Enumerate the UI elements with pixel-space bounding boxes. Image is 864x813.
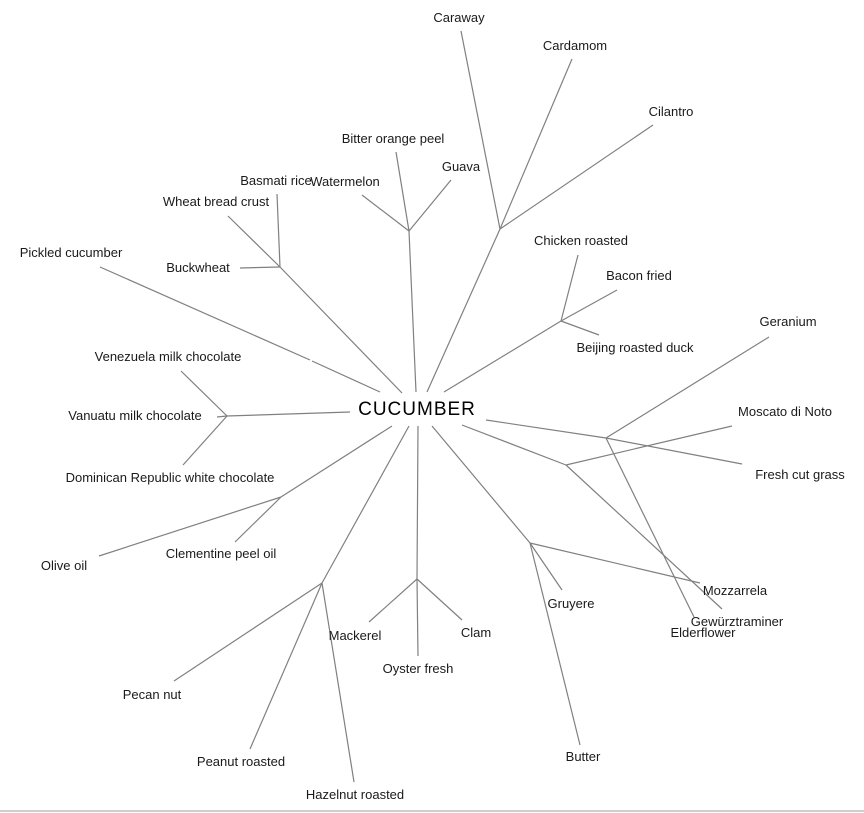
- leaf-pecan-nut[interactable]: Pecan nut: [123, 687, 182, 702]
- trunk-oils: [280, 425, 393, 498]
- trunk-floral: [485, 419, 607, 439]
- edge-clementine-peel-oil: [234, 496, 282, 543]
- edge-guava: [408, 179, 452, 232]
- leaf-vanuatu-milk-chocolate[interactable]: Vanuatu milk chocolate: [68, 408, 201, 423]
- leaf-peanut-roasted[interactable]: Peanut roasted: [197, 754, 285, 769]
- edge-venezuela: [180, 370, 228, 417]
- edge-bacon-fried: [560, 289, 618, 322]
- leaf-bitter-orange-peel[interactable]: Bitter orange peel: [342, 131, 445, 146]
- trunk-fruits: [408, 230, 417, 393]
- leaf-elderflower[interactable]: Elderflower: [670, 625, 736, 640]
- leaf-clementine-peel-oil[interactable]: Clementine peel oil: [166, 546, 277, 561]
- leaf-pickled-cucumber[interactable]: Pickled cucumber: [20, 245, 123, 260]
- leaf-beijing-roasted-duck[interactable]: Beijing roasted duck: [576, 340, 694, 355]
- edge-chicken-roasted: [560, 254, 579, 322]
- edge-buckwheat: [239, 266, 281, 269]
- edge-gruyere: [529, 542, 563, 591]
- labels: CUCUMBER Caraway Cardamom Cilantro Bitte…: [20, 10, 846, 802]
- trunk-herbs: [426, 228, 501, 393]
- leaf-dominican-white-chocolate[interactable]: Dominican Republic white chocolate: [66, 470, 275, 485]
- leaf-venezuela-milk-chocolate[interactable]: Venezuela milk chocolate: [95, 349, 242, 364]
- leaf-moscato-di-noto[interactable]: Moscato di Noto: [738, 404, 832, 419]
- edge-olive-oil: [98, 496, 282, 557]
- edge-moscato-di-noto: [565, 425, 733, 466]
- trunk-nuts: [321, 425, 410, 584]
- edge-peanut-roasted: [249, 582, 323, 750]
- leaf-chicken-roasted[interactable]: Chicken roasted: [534, 233, 628, 248]
- trunk-dairy: [431, 425, 531, 544]
- edge-elderflower: [605, 437, 695, 618]
- leaf-fresh-cut-grass[interactable]: Fresh cut grass: [755, 467, 845, 482]
- leaf-mackerel[interactable]: Mackerel: [329, 628, 382, 643]
- edges: [98, 30, 770, 783]
- leaf-guava[interactable]: Guava: [442, 159, 481, 174]
- leaf-olive-oil[interactable]: Olive oil: [41, 558, 87, 573]
- trunk-seafood: [416, 425, 419, 580]
- edge-butter: [529, 542, 581, 746]
- leaf-gewurztraminer[interactable]: Gewürztraminer: [691, 614, 784, 629]
- leaf-bacon-fried[interactable]: Bacon fried: [606, 268, 672, 283]
- edge-pecan-nut: [173, 582, 323, 682]
- trunk-wines: [461, 424, 567, 466]
- edge-caraway: [460, 30, 501, 230]
- edge-pickled-cucumber-a: [311, 360, 381, 393]
- leaf-geranium[interactable]: Geranium: [759, 314, 816, 329]
- edge-oyster-fresh: [416, 578, 419, 657]
- edge-dominican: [182, 415, 228, 466]
- leaf-butter[interactable]: Butter: [566, 749, 601, 764]
- leaf-hazelnut-roasted[interactable]: Hazelnut roasted: [306, 787, 404, 802]
- leaf-mozzarrela[interactable]: Mozzarrela: [703, 583, 768, 598]
- root-node-label[interactable]: CUCUMBER: [358, 399, 476, 420]
- edge-pickled-cucumber-b: [99, 266, 311, 361]
- edge-beijing-roasted-duck: [560, 320, 600, 336]
- trunk-grains: [279, 266, 403, 394]
- edge-cilantro: [499, 124, 654, 230]
- edge-hazelnut-roasted: [321, 582, 355, 783]
- edge-mackerel: [368, 578, 418, 623]
- edge-cardamom: [499, 58, 573, 230]
- trunk-chocolates: [226, 411, 351, 417]
- edge-basmati-rice: [276, 193, 281, 268]
- edge-mozzarrela: [529, 542, 701, 584]
- leaf-caraway[interactable]: Caraway: [433, 10, 485, 25]
- leaf-buckwheat[interactable]: Buckwheat: [166, 260, 230, 275]
- edge-bitter-orange-peel: [395, 151, 410, 232]
- leaf-wheat-bread-crust[interactable]: Wheat bread crust: [163, 194, 270, 209]
- edge-vanuatu: [216, 415, 228, 418]
- trunk-meats: [443, 320, 562, 393]
- leaf-basmati-rice[interactable]: Basmati rice: [240, 173, 312, 188]
- leaf-oyster-fresh[interactable]: Oyster fresh: [383, 661, 454, 676]
- leaf-clam[interactable]: Clam: [461, 625, 491, 640]
- bottom-divider: [0, 810, 864, 812]
- edge-fresh-cut-grass: [605, 437, 743, 465]
- edge-clam: [416, 578, 463, 621]
- leaf-cardamom[interactable]: Cardamom: [543, 38, 607, 53]
- edge-watermelon: [361, 194, 410, 232]
- leaf-gruyere[interactable]: Gruyere: [548, 596, 595, 611]
- leaf-watermelon[interactable]: Watermelon: [310, 174, 380, 189]
- leaf-cilantro[interactable]: Cilantro: [649, 104, 694, 119]
- edge-geranium: [605, 336, 770, 439]
- edge-wheat-bread-crust: [227, 215, 281, 268]
- edge-gewurztraminer: [565, 464, 723, 610]
